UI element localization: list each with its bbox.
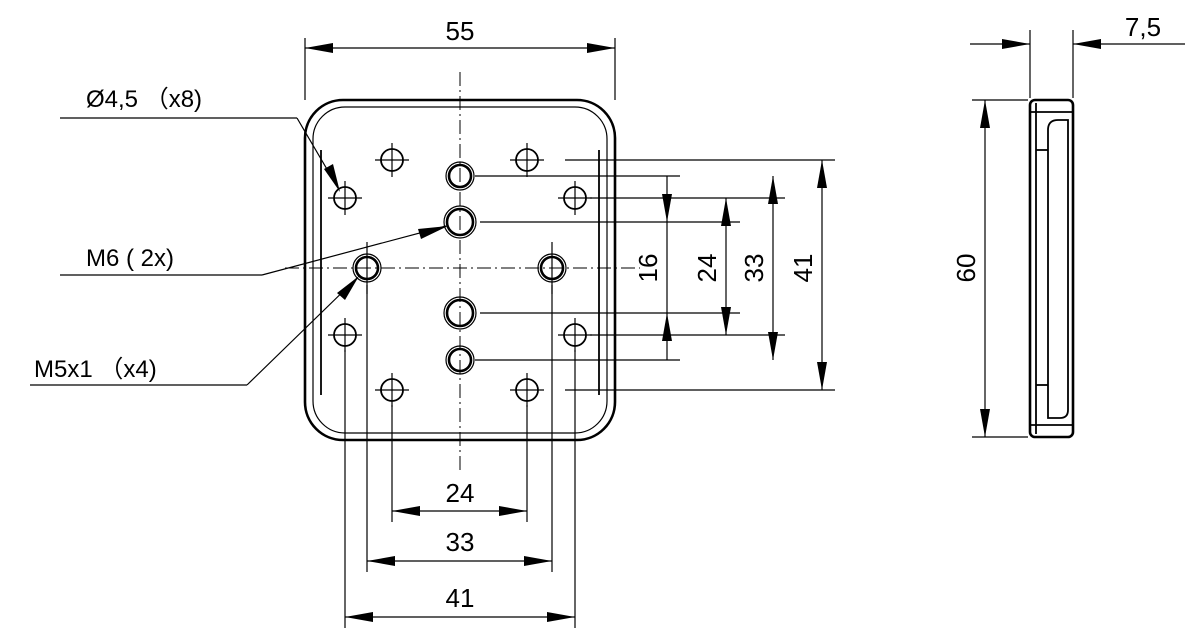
- callout-m5: M5x1 （x4): [34, 356, 157, 383]
- through-hole: [558, 181, 592, 215]
- dim-41-right-label: 41: [788, 254, 818, 283]
- dim-33-right-label: 33: [739, 254, 769, 283]
- dim-16-label: 16: [633, 254, 663, 283]
- through-hole: [375, 373, 409, 407]
- through-hole: [375, 143, 409, 177]
- through-hole: [328, 181, 362, 215]
- dimension-plate-width: 55: [304, 16, 616, 100]
- callouts: Ø4,5 （x8) M6 ( 2x) M5x1 （x4): [30, 86, 448, 386]
- threaded-hole: [445, 345, 475, 375]
- m6-threaded-hole: [443, 296, 477, 330]
- center-threaded-holes: [443, 161, 477, 375]
- callout-m6: M6 ( 2x): [86, 245, 174, 272]
- right-dimensions: 16 24 33 41: [475, 159, 835, 391]
- dim-41-bottom-label: 41: [446, 583, 475, 613]
- threaded-hole: [445, 161, 475, 191]
- dim-24-right-label: 24: [692, 254, 722, 283]
- through-hole: [558, 318, 592, 352]
- side-view: 7,5 60: [951, 12, 1185, 439]
- through-hole: [510, 143, 544, 177]
- dim-33-bottom-label: 33: [446, 527, 475, 557]
- m6-threaded-hole: [443, 205, 477, 239]
- side-plate-boss: [1047, 119, 1069, 419]
- through-hole: [328, 318, 362, 352]
- through-holes: [328, 143, 592, 407]
- side-plate-outline: [1028, 98, 1075, 439]
- bottom-dimensions: 24 33 41: [344, 285, 576, 628]
- callout-through-holes: Ø4,5 （x8): [86, 86, 202, 113]
- dim-24-bottom-label: 24: [446, 478, 475, 508]
- front-view: [285, 72, 640, 470]
- through-hole: [510, 373, 544, 407]
- dim-height-label: 60: [951, 254, 981, 283]
- dim-55-label: 55: [446, 16, 475, 46]
- dim-thickness-label: 7,5: [1125, 12, 1161, 42]
